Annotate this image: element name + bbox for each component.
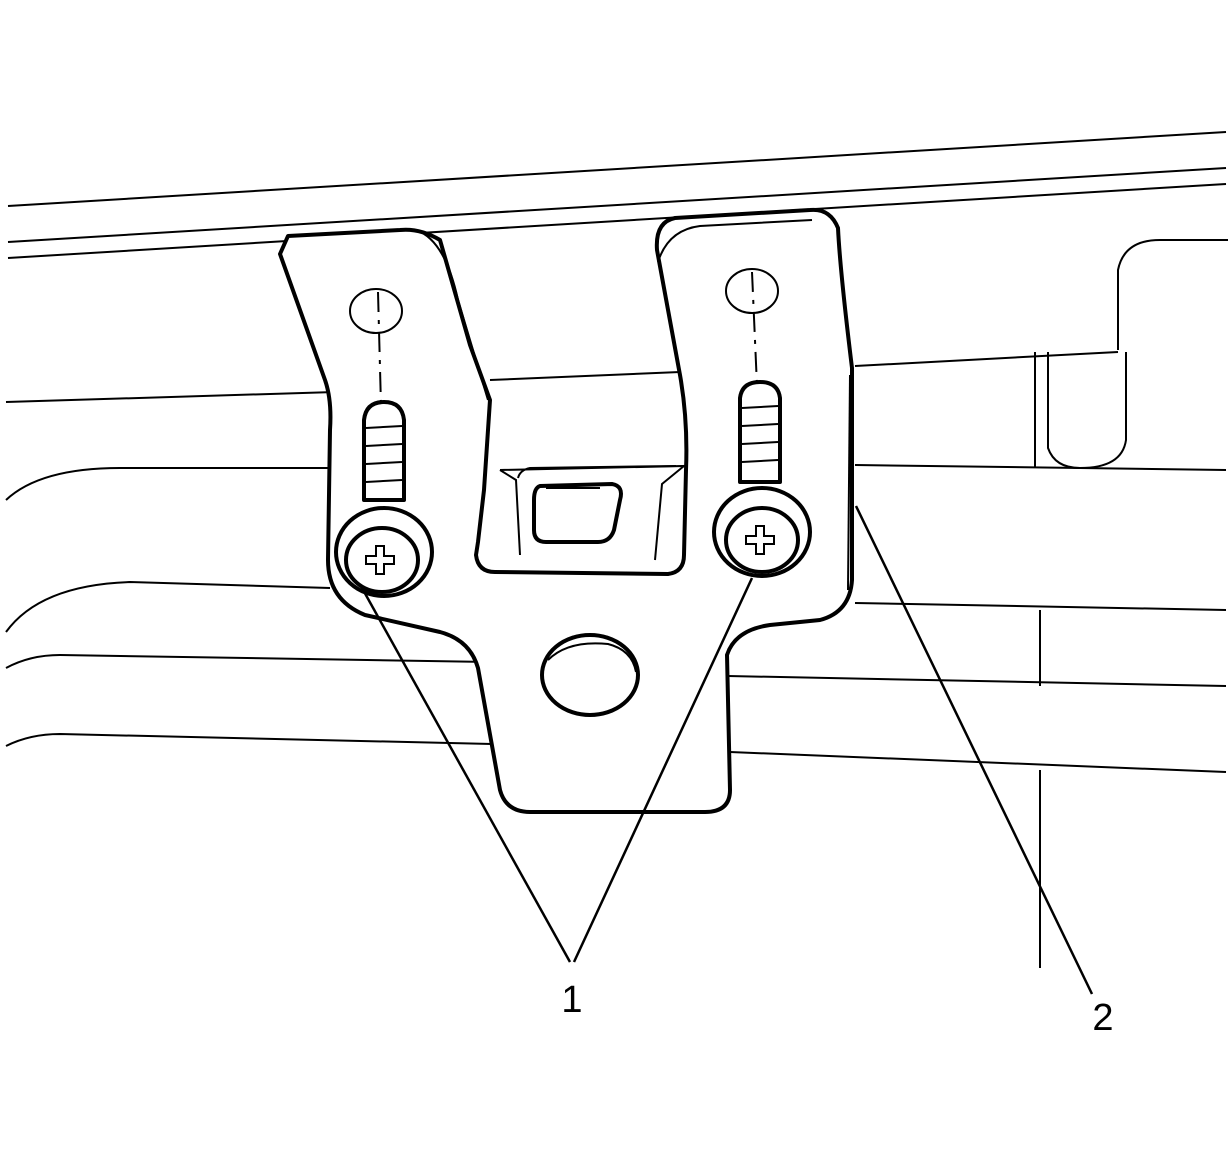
body-panel-background <box>5 131 1228 968</box>
callout-1-label: 1 <box>561 979 582 1021</box>
leader-lines <box>360 505 1094 995</box>
latch-bracket <box>278 207 854 814</box>
screws <box>334 271 812 598</box>
left-screw <box>334 291 434 598</box>
right-screw <box>712 271 812 578</box>
callout-2-label: 2 <box>1092 997 1113 1039</box>
